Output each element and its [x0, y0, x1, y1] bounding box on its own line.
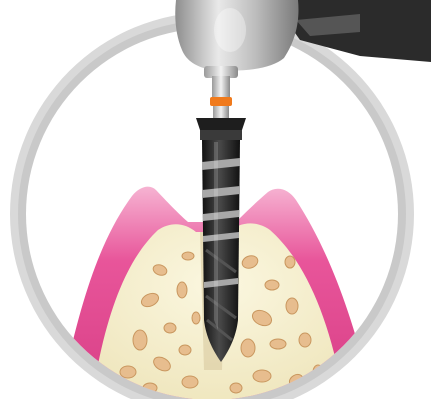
drill-collar	[196, 118, 246, 130]
shaft-lower	[213, 106, 229, 118]
drill-shaft	[212, 76, 230, 98]
handpiece-head-shine	[214, 8, 246, 52]
drill-collar-ring	[200, 130, 242, 140]
orange-band	[210, 97, 232, 106]
drill-highlight	[214, 142, 218, 330]
